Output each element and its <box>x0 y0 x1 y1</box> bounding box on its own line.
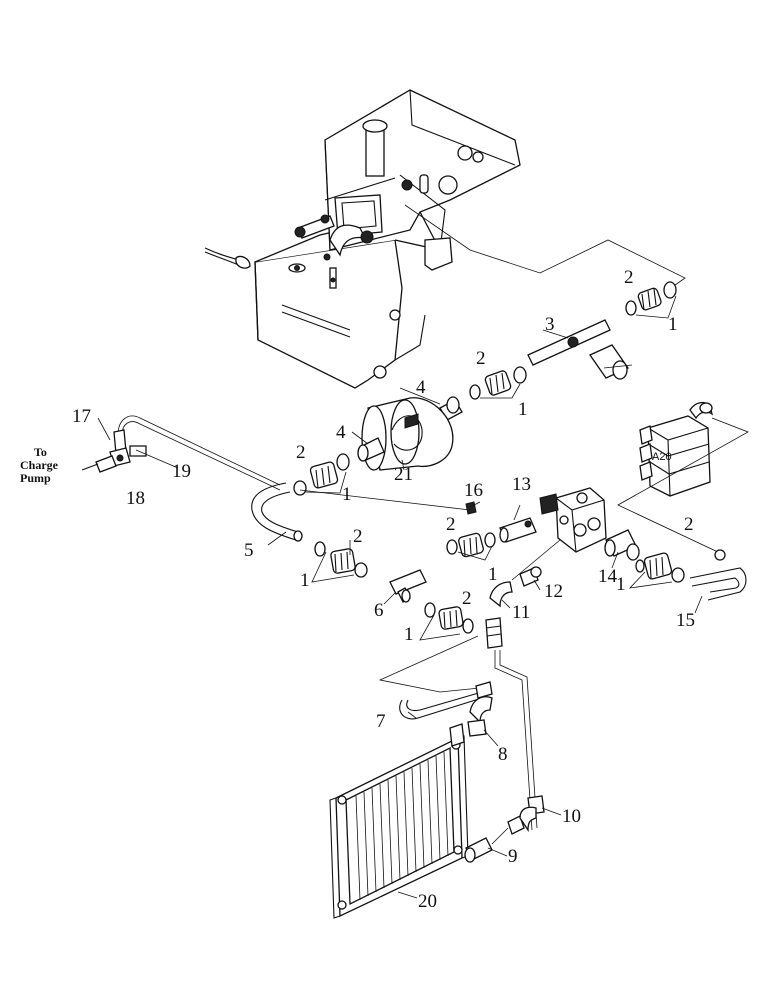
callout-13: 13 <box>512 474 531 495</box>
callout-2: 2 <box>353 526 363 547</box>
note-line-1: To <box>34 445 47 459</box>
control-valve-a20 <box>617 401 749 554</box>
callout-15: 15 <box>676 610 695 631</box>
charge-pump-fittings <box>81 415 281 491</box>
valve-block-13 <box>299 487 607 587</box>
callout-2: 2 <box>684 514 694 535</box>
elbow-fitting-11 <box>485 581 538 831</box>
callout-7: 7 <box>376 711 386 732</box>
callout-1: 1 <box>488 564 498 585</box>
callout-2: 2 <box>296 442 306 463</box>
callout-11: 11 <box>512 602 530 623</box>
oil-cooler-20 <box>329 723 469 919</box>
callout-17: 17 <box>72 406 91 427</box>
callout-1: 1 <box>518 399 528 420</box>
cooler-fins <box>355 751 449 901</box>
clamp-group-top-right <box>625 281 677 319</box>
clamp-group-left <box>293 453 350 496</box>
elbow-fitting-8 <box>467 696 493 737</box>
callout-1: 1 <box>668 314 678 335</box>
valve-tag-label: A20 <box>652 451 672 463</box>
callout-1: 1 <box>404 624 414 645</box>
callout-2: 2 <box>624 267 634 288</box>
callout-2: 2 <box>446 514 456 535</box>
callout-labels: 1 2 3 1 2 4 4 2 1 21 17 19 18 5 2 1 6 2 … <box>72 267 695 912</box>
clamp-group-lower-left <box>311 541 474 641</box>
callout-16: 16 <box>464 480 483 501</box>
callout-14: 14 <box>598 566 618 587</box>
callout-1: 1 <box>300 570 310 591</box>
callout-6: 6 <box>374 600 384 621</box>
filter-assembly <box>357 397 454 471</box>
callout-20: 20 <box>418 891 437 912</box>
callout-5: 5 <box>244 540 254 561</box>
callout-9: 9 <box>508 846 518 867</box>
elbow-fitting-10 <box>519 795 545 833</box>
note-line-2: Charge <box>20 458 59 472</box>
charge-pump-note: To Charge Pump <box>20 445 59 485</box>
callout-19: 19 <box>172 461 191 482</box>
right-hose-assembly <box>604 529 747 601</box>
note-line-3: Pump <box>20 471 51 485</box>
callout-18: 18 <box>126 488 145 509</box>
hose-7 <box>378 635 493 720</box>
callout-21: 21 <box>394 464 413 485</box>
callout-4: 4 <box>416 377 426 398</box>
hose-5 <box>251 482 303 542</box>
callout-1: 1 <box>342 484 352 505</box>
callout-1: 1 <box>616 574 626 595</box>
clamp-group-middle <box>439 366 527 421</box>
callout-4: 4 <box>336 422 346 443</box>
leader-lines <box>267 329 703 899</box>
callout-2: 2 <box>476 348 486 369</box>
callout-3: 3 <box>545 314 555 335</box>
hydraulic-tank-assembly <box>204 89 686 389</box>
part-3-tube <box>527 319 629 380</box>
callout-10: 10 <box>562 806 581 827</box>
callout-12: 12 <box>544 581 563 602</box>
callout-2: 2 <box>462 588 472 609</box>
callout-8: 8 <box>498 744 508 765</box>
